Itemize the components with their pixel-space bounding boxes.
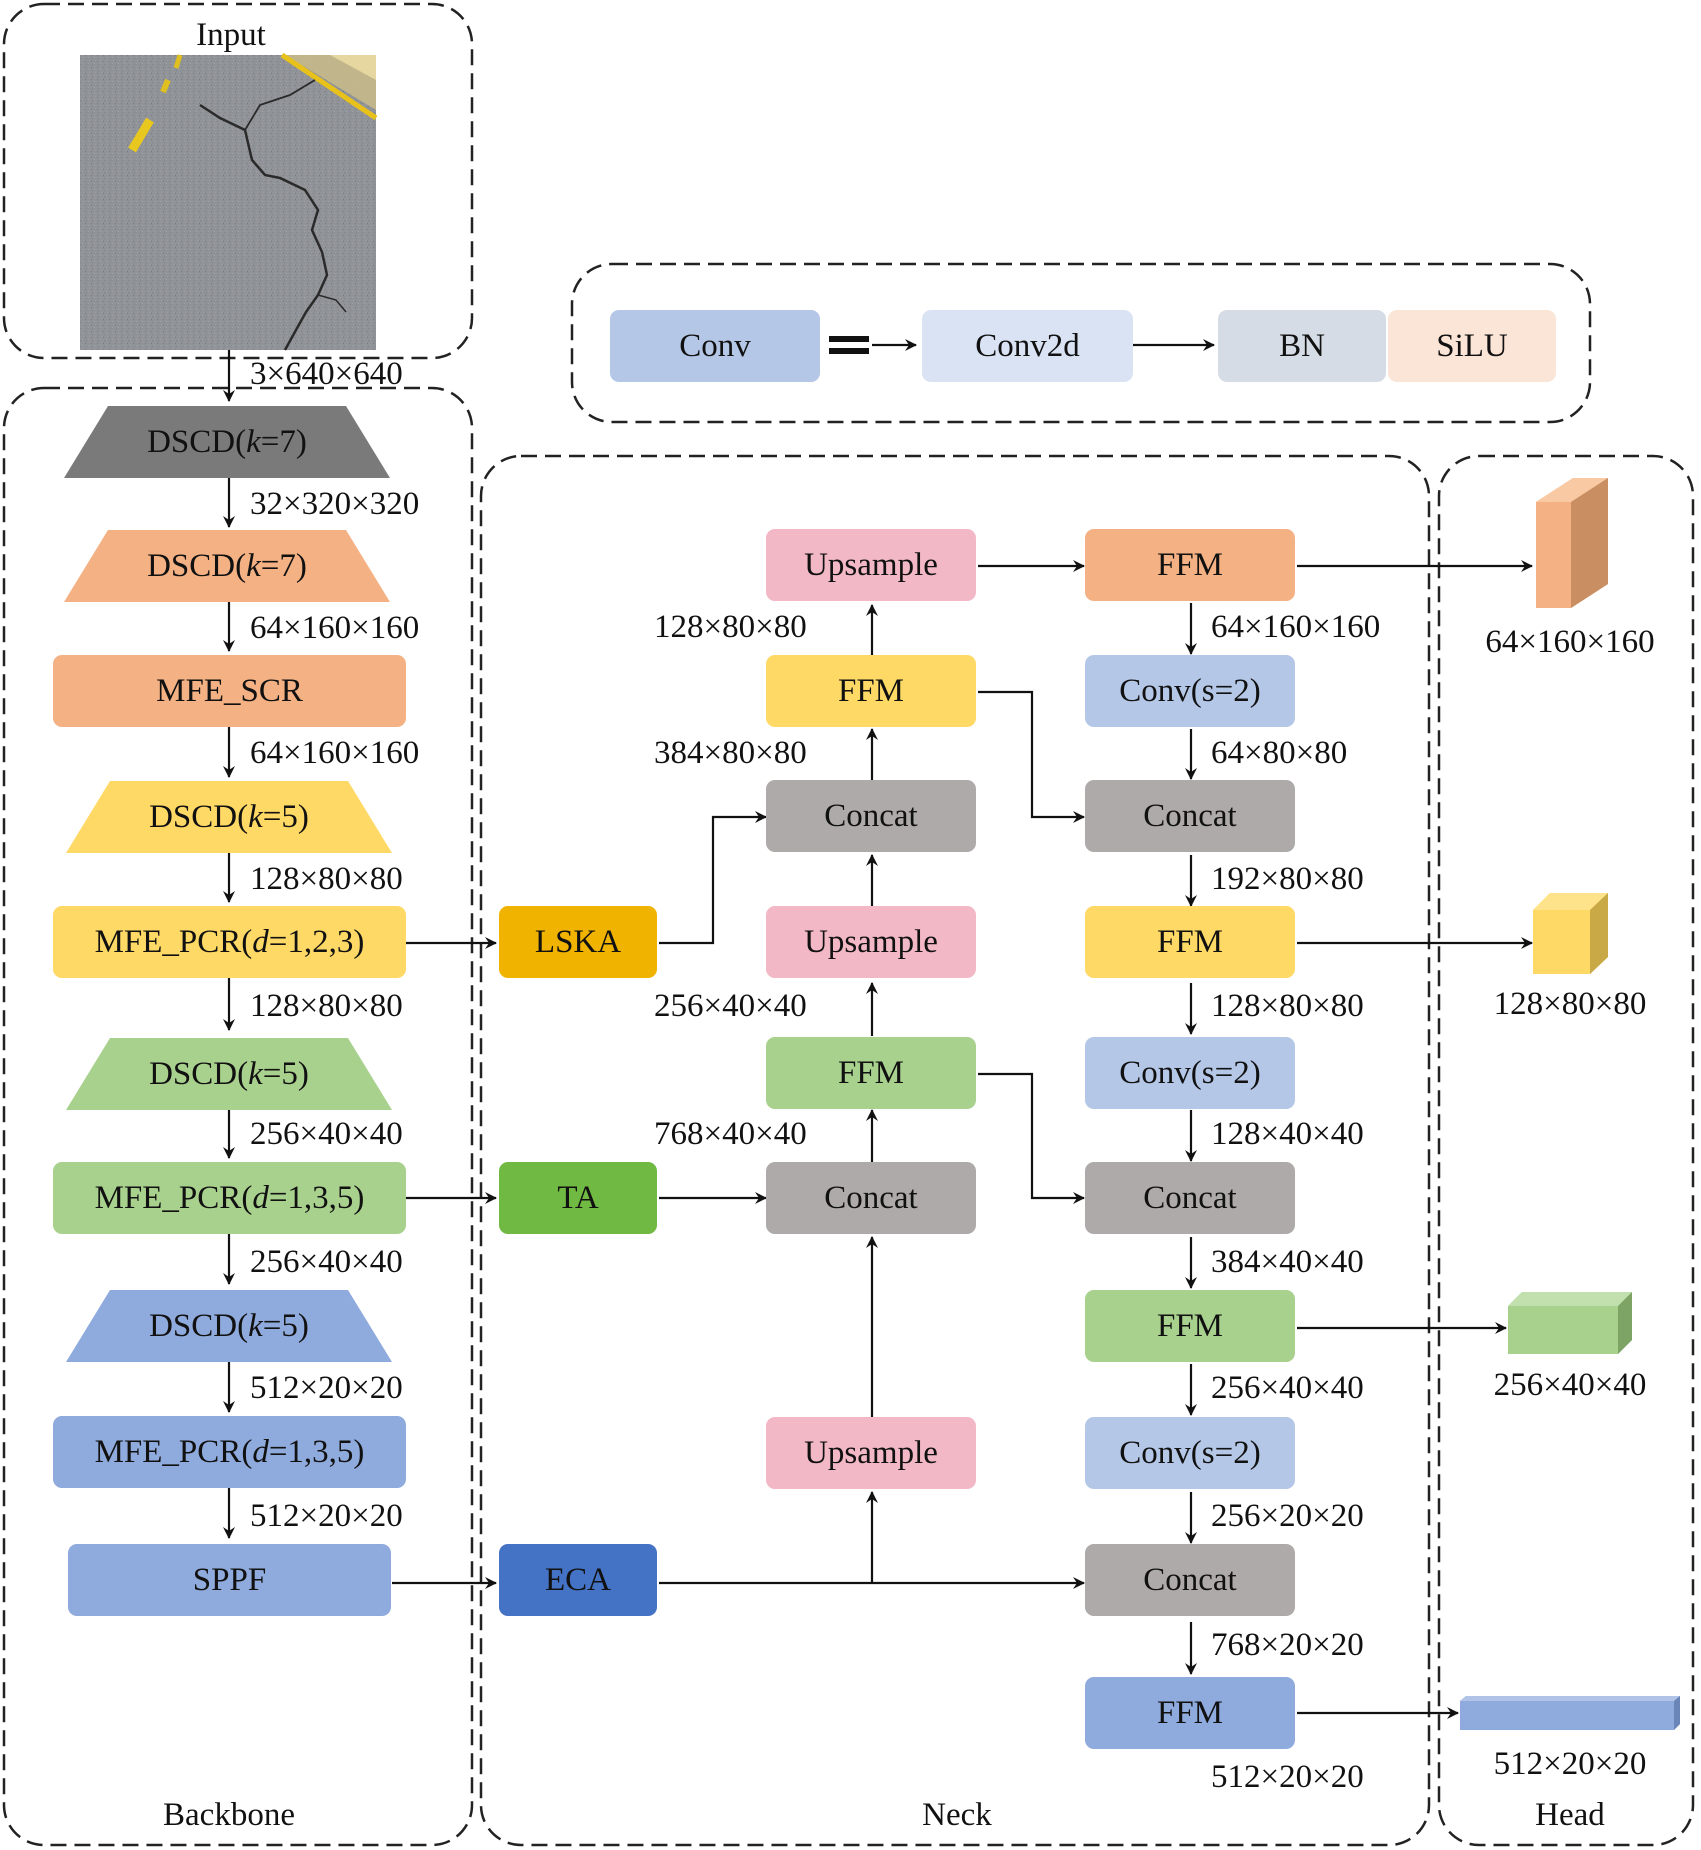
backbone-dim-5: 128×80×80 — [250, 988, 403, 1024]
neck-col1-arrows — [659, 560, 1085, 1589]
head-output-cuboid-3 — [1508, 1292, 1632, 1354]
mfe-scr-block: MFE_SCR — [53, 655, 406, 727]
neck-col1-dim-a: 128×80×80 — [654, 609, 807, 645]
head-output-cuboid-2 — [1533, 893, 1608, 974]
head-output-dim-1: 64×160×160 — [1485, 624, 1655, 660]
legend-conv2d-block: Conv2d — [922, 310, 1133, 382]
neck-col2-dim-f: 384×40×40 — [1211, 1244, 1364, 1280]
neck-col2-dim-h: 256×20×20 — [1211, 1498, 1364, 1534]
backbone-dim-9: 512×20×20 — [250, 1498, 403, 1534]
neck-region — [479, 454, 1431, 1847]
dscd-block-1: DSCD(k=7) — [64, 406, 390, 478]
neck-title: Neck — [922, 1797, 992, 1833]
concat-block-col2-1: Concat — [1085, 780, 1295, 852]
input-road-image — [80, 52, 378, 351]
neck-col2-arrows — [1185, 560, 1533, 1719]
dscd-block-2: DSCD(k=7) — [64, 530, 390, 602]
concat-block-col1-top: Concat — [766, 780, 976, 852]
backbone-dim-2: 64×160×160 — [250, 610, 420, 646]
lska-block: LSKA — [499, 906, 657, 978]
mfe-pcr-block-3: MFE_PCR(d=1,3,5) — [53, 1416, 406, 1488]
input-region — [2, 2, 474, 360]
neck-col2-dim-c: 192×80×80 — [1211, 861, 1364, 897]
input-title: Input — [196, 17, 266, 53]
backbone-arrows — [223, 350, 497, 1589]
neck-col1-dim-d: 768×40×40 — [654, 1116, 807, 1152]
backbone-input-dim: 3×640×640 — [250, 356, 403, 392]
ffm-block-col1-green: FFM — [766, 1037, 976, 1109]
neck-col2-dim-a: 64×160×160 — [1211, 609, 1381, 645]
backbone-dim-4: 128×80×80 — [250, 861, 403, 897]
ffm-block-col2-blue: FFM — [1085, 1677, 1295, 1749]
head-output-dim-3: 256×40×40 — [1493, 1367, 1647, 1403]
legend-region — [570, 262, 1592, 424]
ffm-block-col2-orange: FFM — [1085, 529, 1295, 601]
neck-col2-dim-d: 128×80×80 — [1211, 988, 1364, 1024]
conv-block-col2-3: Conv(s=2) — [1085, 1417, 1295, 1489]
ffm-block-col1-yellow: FFM — [766, 655, 976, 727]
upsample-block-mid: Upsample — [766, 906, 976, 978]
backbone-title: Backbone — [163, 1797, 295, 1833]
backbone-dim-6: 256×40×40 — [250, 1116, 403, 1152]
head-output-dim-4: 512×20×20 — [1493, 1746, 1647, 1782]
mfe-pcr-block-1: MFE_PCR(d=1,2,3) — [53, 906, 406, 978]
neck-col1-dim-c: 256×40×40 — [654, 988, 807, 1024]
backbone-region — [2, 386, 474, 1847]
ffm-block-col2-green: FFM — [1085, 1290, 1295, 1362]
concat-block-col1-mid: Concat — [766, 1162, 976, 1234]
conv-block-col2-2: Conv(s=2) — [1085, 1037, 1295, 1109]
head-region — [1437, 454, 1695, 1847]
legend-silu-block: SiLU — [1388, 310, 1556, 382]
legend-bn-block: BN — [1218, 310, 1386, 382]
legend-equals-sign — [829, 336, 869, 354]
ffm-block-col2-yellow: FFM — [1085, 906, 1295, 978]
backbone-dim-3: 64×160×160 — [250, 735, 420, 771]
head-title: Head — [1535, 1797, 1605, 1833]
backbone-dim-7: 256×40×40 — [250, 1244, 403, 1280]
neck-col2-dim-j: 512×20×20 — [1211, 1759, 1364, 1795]
eca-block: ECA — [499, 1544, 657, 1616]
upsample-block-top: Upsample — [766, 529, 976, 601]
neck-col2-dim-g: 256×40×40 — [1211, 1370, 1364, 1406]
dscd-block-4: DSCD(k=5) — [66, 1038, 392, 1110]
backbone-dim-8: 512×20×20 — [250, 1370, 403, 1406]
head-output-dim-2: 128×80×80 — [1493, 986, 1647, 1022]
backbone-dim-1: 32×320×320 — [250, 486, 420, 522]
upsample-block-bottom: Upsample — [766, 1417, 976, 1489]
mfe-pcr-block-2: MFE_PCR(d=1,3,5) — [53, 1162, 406, 1234]
dscd-block-5: DSCD(k=5) — [66, 1290, 392, 1362]
head-output-cuboid-1 — [1536, 478, 1608, 608]
neck-col2-dim-b: 64×80×80 — [1211, 735, 1348, 771]
sppf-block: SPPF — [68, 1544, 391, 1616]
neck-col2-dim-i: 768×20×20 — [1211, 1627, 1364, 1663]
conv-block-col2-1: Conv(s=2) — [1085, 655, 1295, 727]
dscd-block-3: DSCD(k=5) — [66, 781, 392, 853]
head-output-cuboid-4 — [1460, 1696, 1680, 1730]
concat-block-col2-2: Concat — [1085, 1162, 1295, 1234]
concat-block-col2-3: Concat — [1085, 1544, 1295, 1616]
ta-block: TA — [499, 1162, 657, 1234]
neck-col2-dim-e: 128×40×40 — [1211, 1116, 1364, 1152]
neck-col1-dim-b: 384×80×80 — [654, 735, 807, 771]
legend-conv-block: Conv — [610, 310, 820, 382]
